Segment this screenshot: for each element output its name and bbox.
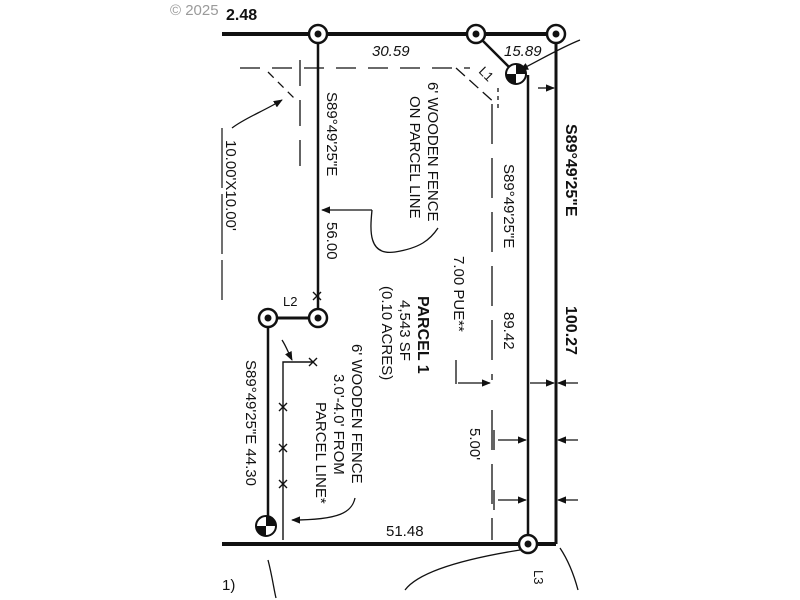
fence-on-line-note: 6' WOODEN FENCE ON PARCEL LINE [406,82,441,222]
parcel-area-acres: (0.10 ACRES) [378,286,395,380]
fence-offset-line-2: 3.0'-4.0' FROM [330,374,347,475]
lower-left-bearing: S89°49'25"E 44.30 [242,360,259,486]
monument-l2-east [307,307,329,329]
dimension-ticks [455,84,578,510]
south-dimension: 51.48 [386,523,424,540]
parcel-area-sf: 4,543 SF [396,300,413,361]
bottom-left-mark: 1) [222,577,235,594]
monument-north-556 [545,23,567,45]
north-dimension-left: 30.59 [372,43,410,60]
left-cut-label: 10.00'X10.00' [222,140,239,231]
offset-dimension: 5.00' [466,428,483,460]
top-left-dimension: 2.48 [226,7,257,24]
monument-north-476 [465,23,487,45]
fence-offset-note: 6' WOODEN FENCE 3.0'-4.0' FROM PARCEL LI… [312,344,365,504]
parcel-name: PARCEL 1 [414,296,431,374]
east-inner-bearing: S89°49'25"E [500,164,517,248]
east-outer-distance: 100.27 [562,306,579,355]
monument-l2-west [257,307,279,329]
parcel-label: PARCEL 1 4,543 SF (0.10 ACRES) [378,286,431,380]
monument-south-east [517,533,539,555]
line-label-l2: L2 [283,294,297,309]
leader-arrows [231,39,581,599]
fence-note-line-2: ON PARCEL LINE [406,96,423,219]
monument-north-318 [307,23,329,45]
fence-note-line-1: 6' WOODEN FENCE [424,82,441,222]
dashed-easement-lines [240,60,499,540]
fence-offset-line-3: PARCEL LINE* [312,402,329,504]
control-point-l1 [505,63,527,85]
fence-lines [278,291,322,540]
pue-label: 7.00 PUE** [450,256,467,332]
control-point-sw [255,515,277,537]
east-outer-bearing: S89°49'25"E [562,124,579,217]
west-bearing: S89°49'25"E [323,92,340,176]
copyright-watermark: © 2025 [170,2,219,19]
line-label-l3: L3 [531,570,546,584]
west-distance: 56.00 [323,222,340,260]
east-inner-distance: 89.42 [500,312,517,350]
fence-offset-line-1: 6' WOODEN FENCE [348,344,365,484]
line-label-l1: L1 [476,64,497,85]
lot-boundaries [221,32,558,546]
north-dimension-right: 15.89 [504,43,542,60]
survey-monuments [255,23,567,555]
